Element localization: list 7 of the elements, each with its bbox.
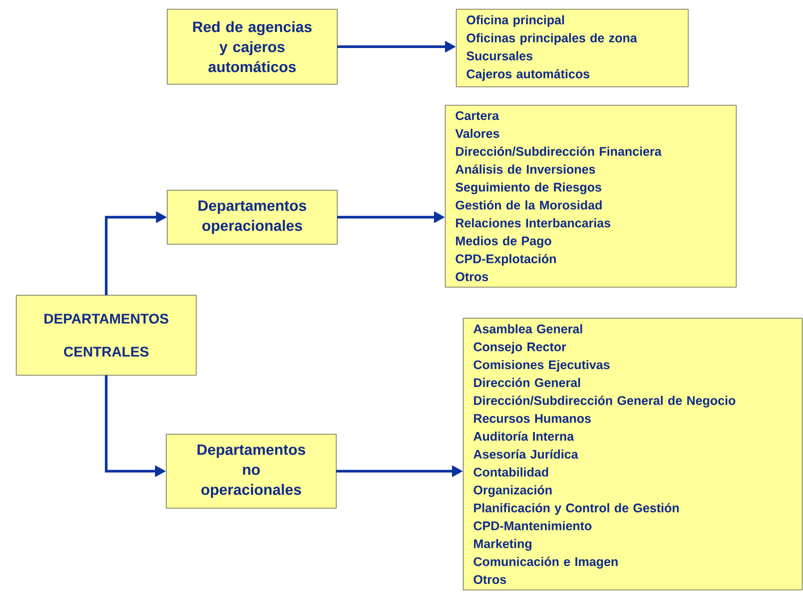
list-box: Asamblea General Consejo Rector Comisiones Ejecutivas Dirección General Dirección/Subdirección General de Negocio Recursos Humanos Auditoría Interna Asesoría Jurídica Contabilidad Organización Planificación y Control de Gestión CPD-Mantenimiento Marketing Comunicación e Imagen Otros <box>463 318 802 590</box>
list-box: Oficina principal Oficinas principales de zona Sucursales Cajeros automáticos <box>456 9 688 88</box>
department-box: Red de agencias y cajeros automáticos <box>167 9 338 84</box>
department-box: Departamentos no operacionales <box>166 434 336 508</box>
department-box: Departamentos operacionales <box>167 190 338 244</box>
department-box: DEPARTAMENTOS CENTRALES <box>16 295 196 376</box>
list-box: Cartera Valores Dirección/Subdirección Financiera Análisis de Inversiones Seguimiento de Riesgos Gestión de la Morosidad Relaciones Interbancarias Medios de Pago CPD-Explotación Otros <box>445 105 736 288</box>
